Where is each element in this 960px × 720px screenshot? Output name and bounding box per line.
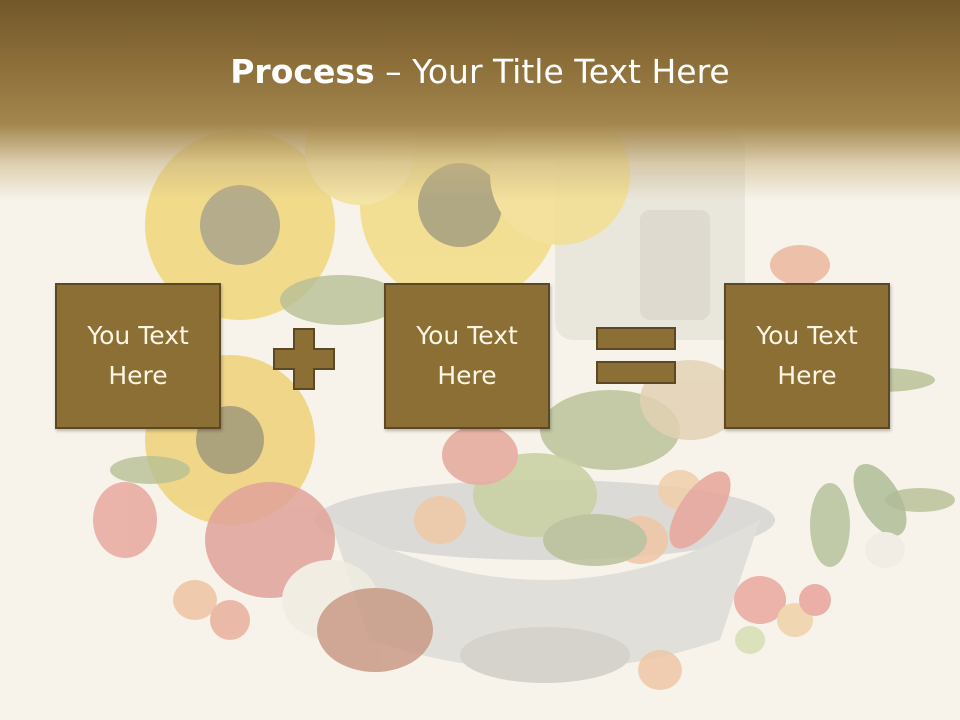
text-box-2: You Text Here xyxy=(384,283,550,429)
header-band xyxy=(0,0,960,200)
text-box-1: You Text Here xyxy=(55,283,221,429)
title-rest: – Your Title Text Here xyxy=(374,52,730,91)
equals-icon xyxy=(596,327,676,384)
text-box-3: You Text Here xyxy=(724,283,890,429)
title-bold: Process xyxy=(230,52,375,91)
slide-title: Process – Your Title Text Here xyxy=(0,52,960,91)
plus-icon xyxy=(273,328,335,390)
